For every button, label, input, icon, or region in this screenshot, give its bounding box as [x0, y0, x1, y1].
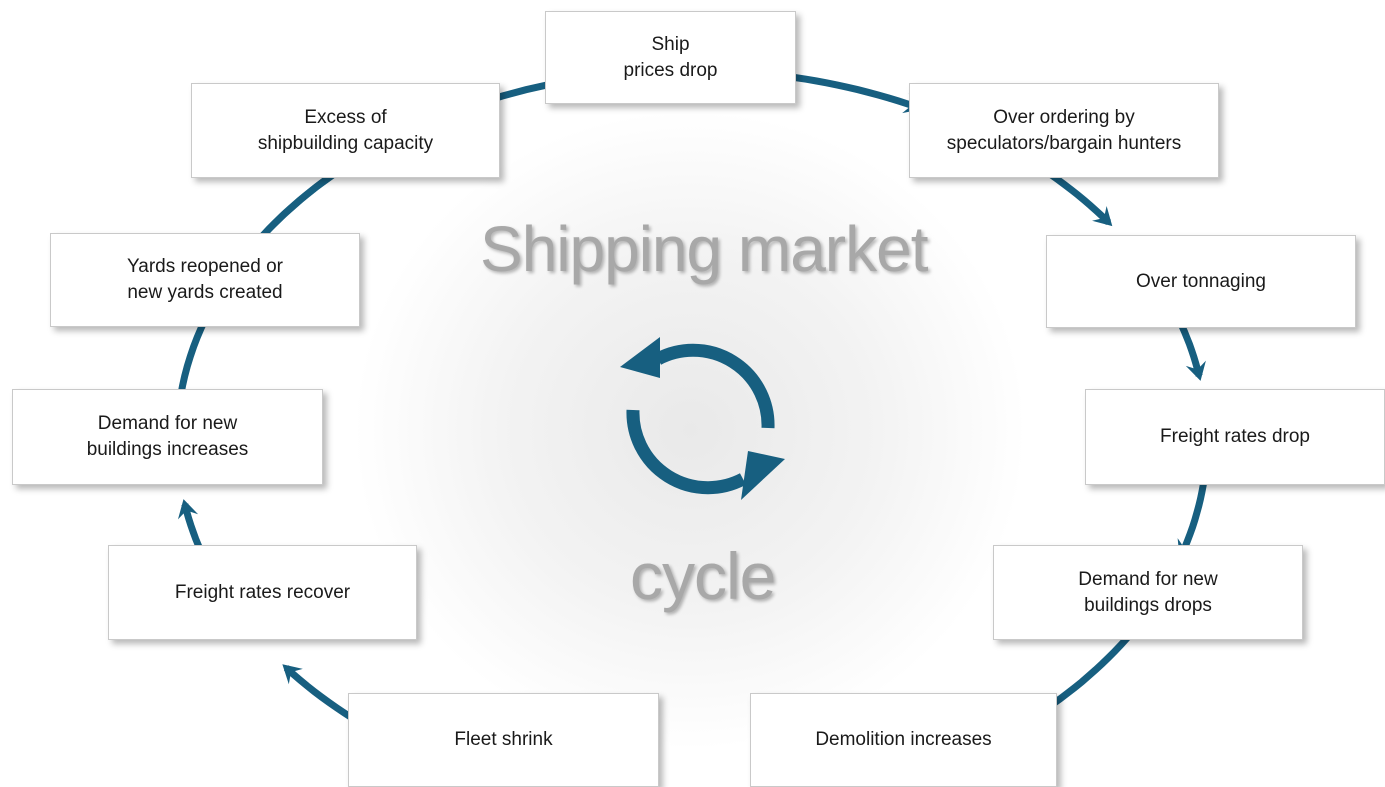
circular-refresh-arrows-icon	[620, 337, 785, 500]
step-freight-rates-drop: Freight rates drop	[1085, 389, 1385, 485]
step-fleet-shrink: Fleet shrink	[348, 693, 659, 787]
step-demand-increases: Demand for new buildings increases	[12, 389, 323, 485]
step-yards-reopened: Yards reopened or new yards created	[50, 233, 360, 327]
step-over-ordering: Over ordering by speculators/bargain hun…	[909, 83, 1219, 178]
diagram-subtitle: cycle	[630, 539, 776, 613]
step-freight-rates-recover: Freight rates recover	[108, 545, 417, 640]
step-excess-capacity: Excess of shipbuilding capacity	[191, 83, 500, 178]
step-over-tonnaging: Over tonnaging	[1046, 235, 1356, 328]
step-ship-prices-drop: Ship prices drop	[545, 11, 796, 104]
step-demand-drops: Demand for new buildings drops	[993, 545, 1303, 640]
diagram-title: Shipping market	[480, 213, 928, 285]
step-demolition-increases: Demolition increases	[750, 693, 1057, 787]
